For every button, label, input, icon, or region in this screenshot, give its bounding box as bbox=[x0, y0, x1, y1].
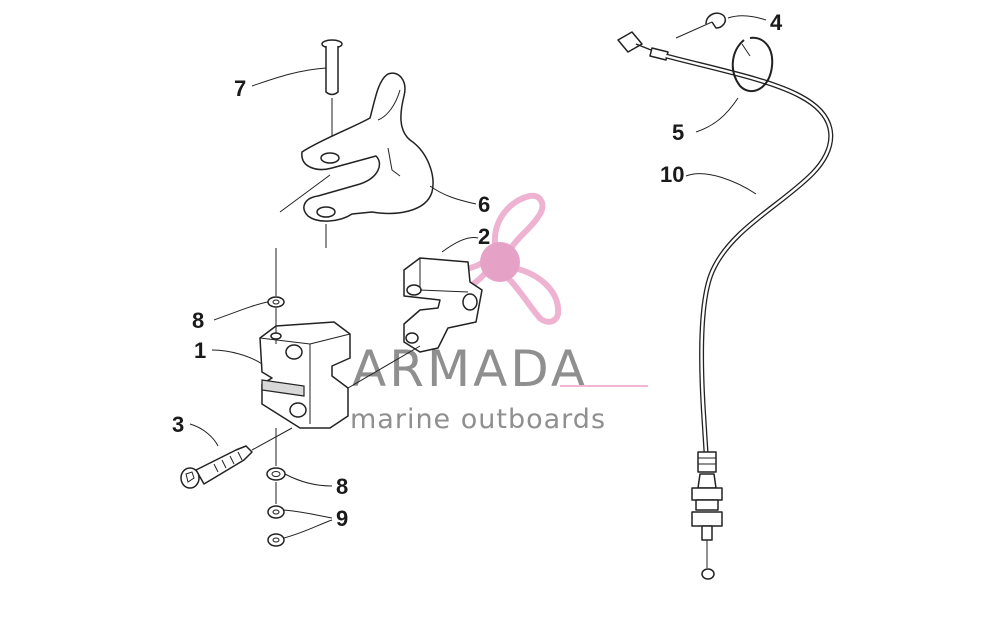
lever-part-6 bbox=[279, 72, 434, 248]
clip-part-5 bbox=[731, 36, 774, 93]
washer-part-8-bottom bbox=[266, 428, 286, 481]
callout-9: 9 bbox=[336, 506, 348, 531]
bracket-part-1 bbox=[259, 321, 421, 429]
callout-6: 6 bbox=[478, 192, 490, 217]
leader-4 bbox=[727, 15, 767, 21]
callout-4: 4 bbox=[770, 10, 783, 35]
pin-part-7 bbox=[321, 39, 343, 150]
brand-tagline: marine outboards bbox=[350, 404, 606, 435]
callout-7: 7 bbox=[234, 76, 246, 101]
leader-7 bbox=[251, 67, 327, 87]
washer-part-8-top bbox=[267, 248, 285, 326]
cable-part-10 bbox=[617, 31, 834, 580]
callout-3: 3 bbox=[172, 412, 184, 437]
leader-10 bbox=[685, 173, 757, 195]
leader-6 bbox=[429, 185, 477, 205]
leader-8-bottom bbox=[284, 473, 333, 487]
callout-8-top: 8 bbox=[192, 308, 204, 333]
bolt-part-3 bbox=[180, 427, 293, 489]
leader-1 bbox=[211, 349, 263, 365]
callout-5: 5 bbox=[672, 120, 684, 145]
leader-5 bbox=[695, 97, 739, 133]
callout-10: 10 bbox=[660, 162, 684, 187]
leader-9 bbox=[283, 509, 333, 539]
brand-name: ARMADA bbox=[352, 340, 588, 398]
ring-part-4 bbox=[675, 12, 727, 39]
armada-logo: ARMADA marine outboards bbox=[350, 192, 648, 435]
block-part-2 bbox=[403, 257, 483, 353]
washers-part-9 bbox=[267, 482, 285, 547]
callout-1: 1 bbox=[194, 338, 206, 363]
leader-2 bbox=[441, 237, 479, 253]
leader-8-top bbox=[213, 301, 269, 321]
leader-lines bbox=[189, 15, 767, 539]
leader-3 bbox=[189, 423, 219, 447]
callout-2: 2 bbox=[478, 224, 490, 249]
callout-8-bottom: 8 bbox=[336, 474, 348, 499]
